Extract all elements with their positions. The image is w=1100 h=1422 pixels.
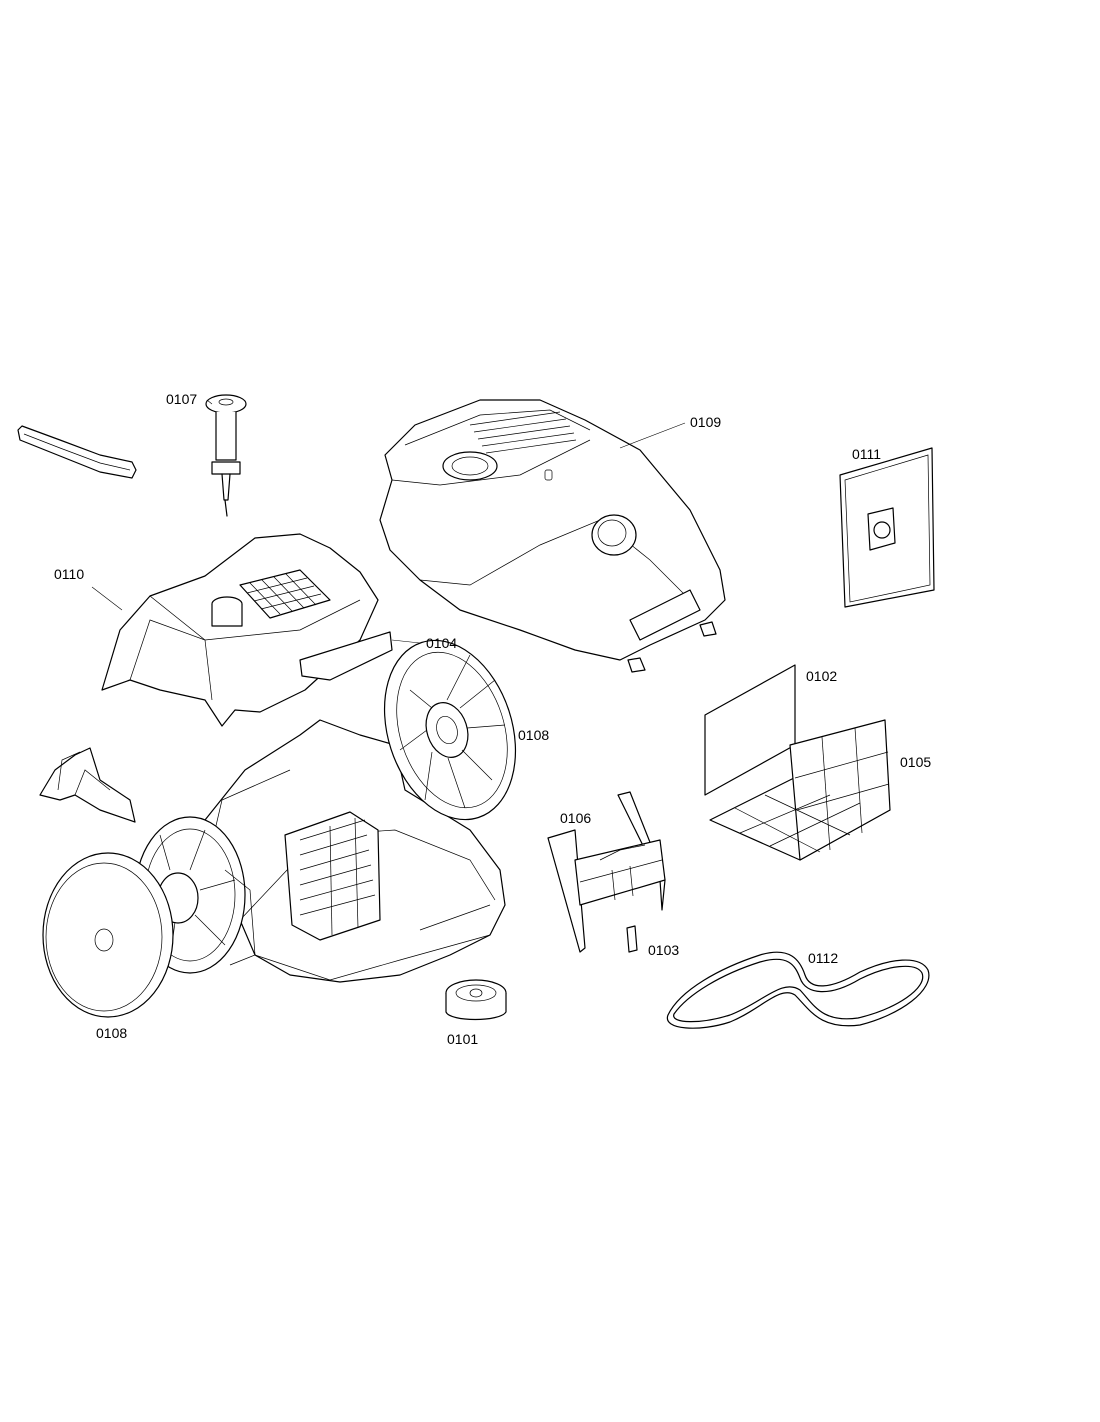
label-0112: 0112 [808, 950, 838, 966]
top-cover-part [379, 399, 726, 673]
label-0109: 0109 [690, 414, 721, 430]
label-0108-upper: 0108 [518, 727, 549, 743]
label-0104: 0104 [426, 635, 457, 651]
label-0102: 0102 [806, 668, 837, 684]
label-0108-lower: 0108 [96, 1025, 127, 1041]
small-cap-part [445, 979, 507, 1021]
label-0107: 0107 [166, 391, 197, 407]
handle-strip-part [17, 425, 137, 479]
leader-lines [91, 399, 686, 644]
wheel-lower-part [42, 852, 174, 1018]
latch-bracket-part [39, 747, 136, 823]
label-0110: 0110 [54, 566, 84, 582]
label-0103: 0103 [648, 942, 679, 958]
label-0106: 0106 [560, 810, 591, 826]
motor-housing-cover-part [101, 533, 393, 727]
bag-holder-bracket-part [547, 791, 666, 953]
label-0111: 0111 [852, 446, 881, 462]
part-labels: 0107 0109 0111 0110 0104 0102 0108 0105 … [54, 391, 931, 1047]
gasket-seal-part [666, 951, 930, 1029]
small-tab-part [626, 925, 638, 953]
filter-sheet-part [704, 664, 796, 796]
wheel-upper-part [383, 639, 517, 821]
filter-frame-part [709, 719, 891, 861]
dust-bag-part [839, 447, 935, 608]
label-0105: 0105 [900, 754, 931, 770]
knob-pin-part [205, 394, 247, 517]
label-0101: 0101 [447, 1031, 478, 1047]
main-chassis-part [204, 719, 506, 983]
